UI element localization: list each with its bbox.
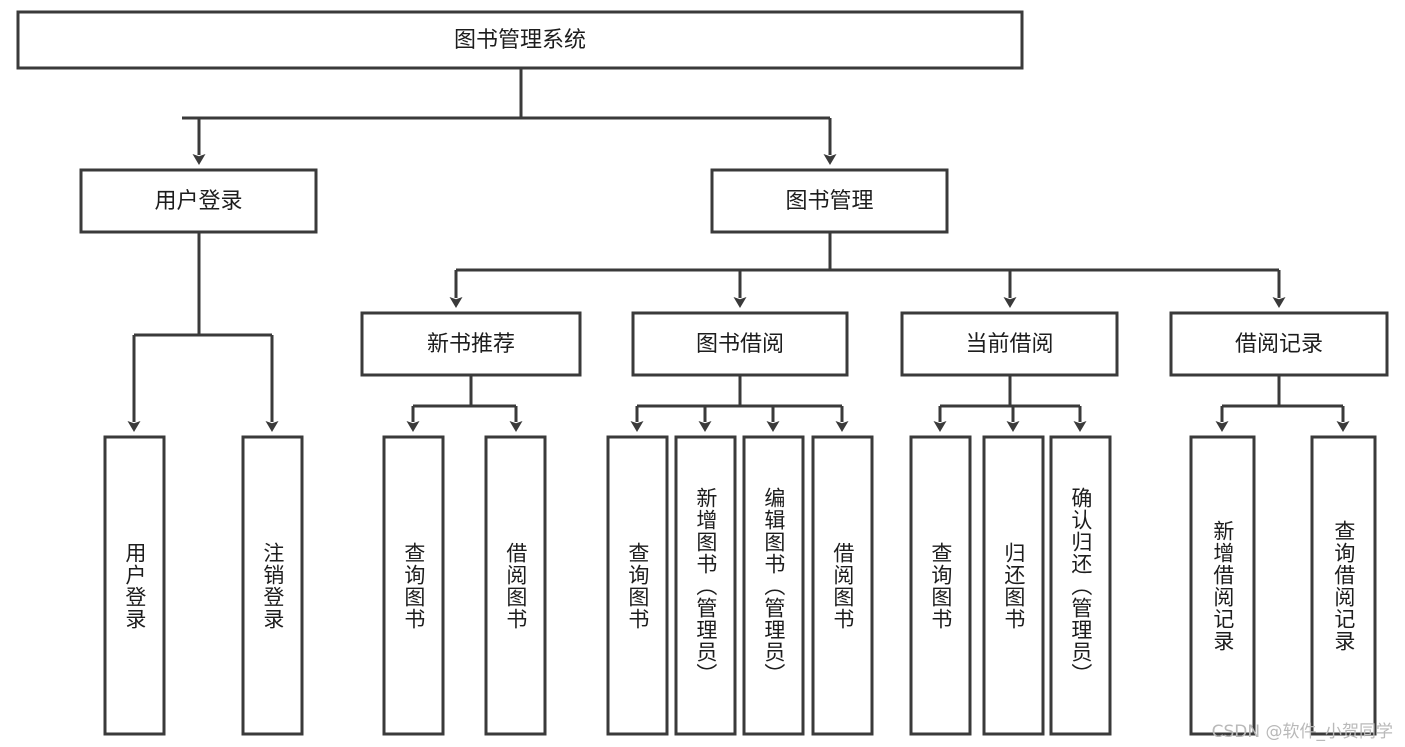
node-box-leaf-logout-login[interactable] [241,435,304,736]
node-box-leaf-add-book-admin[interactable] [674,435,737,736]
node-box-leaf-edit-book-admin[interactable] [742,435,805,736]
node-box-book-borrow[interactable] [631,311,849,377]
node-box-leaf-borrow-book-1[interactable] [484,435,547,736]
connector-lines [127,68,1350,432]
node-box-user-login[interactable] [79,168,318,234]
watermark-csdn: CSDN @软件_小贺同学 [1211,722,1393,742]
node-box-leaf-confirm-return-admin[interactable] [1049,435,1112,736]
connector-user-login-to-leaves [127,232,279,432]
node-label-user-login: 用户登录 [154,189,242,214]
node-box-leaf-query-book-2[interactable] [606,435,669,736]
node-label-current-borrow: 当前借阅 [965,332,1053,357]
node-label-new-book-recommend: 新书推荐 [427,332,515,357]
node-box-leaf-user-login[interactable] [103,435,166,736]
connector-current-to-leaves [933,375,1087,432]
node-label-book-borrow: 图书借阅 [696,332,784,357]
node-box-new-book-recommend[interactable] [360,311,582,377]
connector-record-to-leaves [1215,375,1350,432]
node-box-book-manage[interactable] [710,168,949,234]
node-box-leaf-query-book-3[interactable] [909,435,972,736]
connector-borrow-to-leaves [630,375,849,432]
node-box-borrow-record[interactable] [1169,311,1389,377]
node-box-leaf-query-record[interactable] [1310,435,1377,736]
node-box-leaf-query-book-1[interactable] [382,435,445,736]
node-label-borrow-record: 借阅记录 [1235,332,1323,357]
connector-recommend-to-leaves [406,375,523,432]
node-box-leaf-add-record[interactable] [1189,435,1256,736]
node-box-root[interactable] [16,10,1024,70]
connector-book-manage-to-level3 [449,232,1286,308]
node-boxes [16,10,1389,736]
node-box-leaf-borrow-book-2[interactable] [811,435,874,736]
node-label-book-manage: 图书管理 [785,189,873,214]
node-box-leaf-return-book[interactable] [982,435,1045,736]
node-label-root: 图书管理系统 [454,28,586,53]
node-box-current-borrow[interactable] [900,311,1119,377]
connector-root-to-level2 [182,68,837,165]
